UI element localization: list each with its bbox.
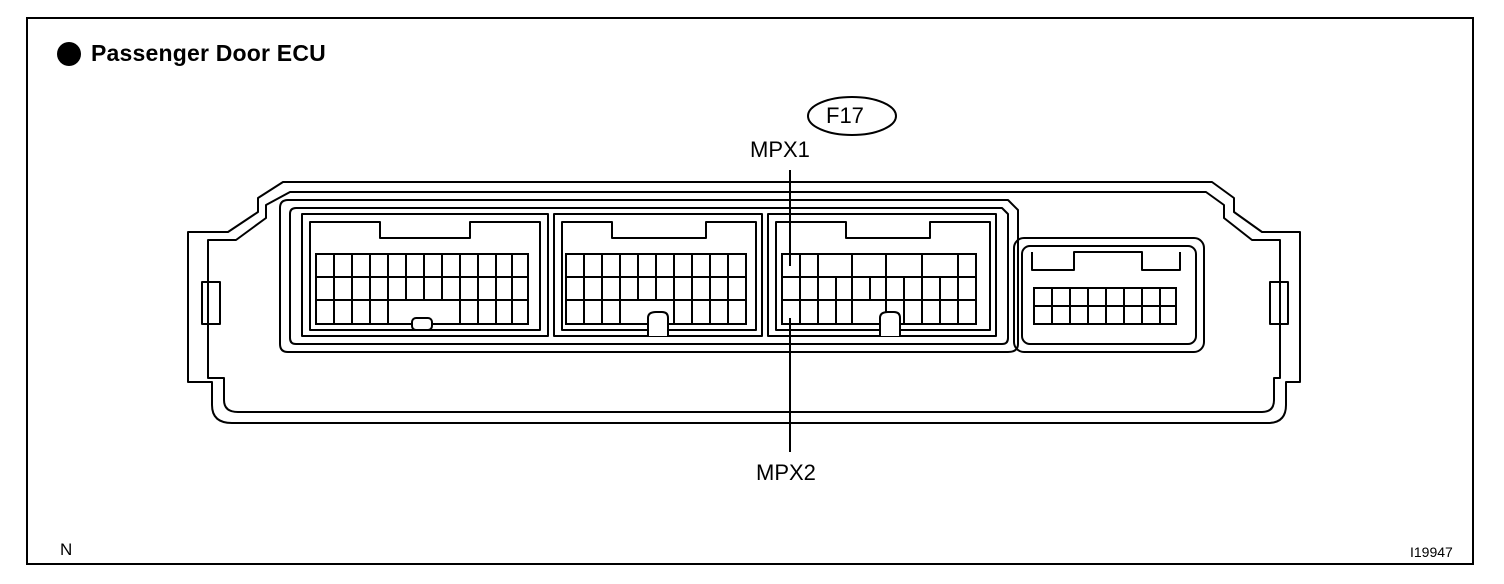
connector-section-2 <box>553 213 763 337</box>
title-row: Passenger Door ECU <box>57 40 326 67</box>
right-latch <box>1269 281 1289 325</box>
figure-frame <box>26 17 1474 565</box>
small-connector <box>1013 237 1205 353</box>
left-latch <box>201 281 221 325</box>
bullet-icon <box>57 41 81 66</box>
diagram-title: Passenger Door ECU <box>91 40 326 66</box>
connector-section-3 <box>767 213 997 337</box>
main-connector-outline <box>279 199 1019 353</box>
terminal-label-mpx2: MPX2 <box>756 460 816 485</box>
figure-id: I19947 <box>1410 544 1453 560</box>
connector-code-ellipse <box>807 96 897 136</box>
terminal-label-mpx1: MPX1 <box>750 137 810 162</box>
footer-mark-n: N <box>60 540 73 559</box>
housing-inner-outline <box>207 191 1281 413</box>
connector-section-1 <box>301 213 549 337</box>
connector-code: F17 <box>826 103 864 128</box>
housing-outline <box>187 181 1301 424</box>
